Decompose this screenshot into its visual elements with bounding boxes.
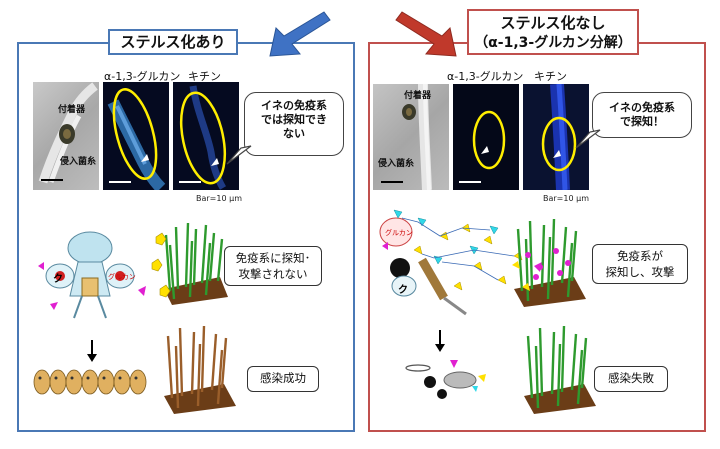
right-grass-healthy (524, 325, 596, 414)
left-bubble-tail (226, 145, 252, 165)
left-label-appressorium: 付着器 (58, 105, 86, 115)
right-down-arrow-icon (435, 330, 445, 352)
right-callout-detected: 免疫系が 探知し、攻撃 (592, 244, 688, 284)
right-fungus-tag: グルカン (385, 229, 413, 237)
right-title: ステルス化なし （α-1,3-グルカン分解） (467, 9, 639, 55)
left-label-hypha: 侵入菌糸 (60, 157, 97, 167)
left-scale-label: Bar=10 μm (196, 194, 242, 203)
left-speech-bubble: イネの免疫系 では探知でき ない (244, 92, 344, 156)
right-brightfield-image (373, 84, 449, 190)
left-callout-infection-success: 感染成功 (247, 366, 319, 392)
right-scale-label: Bar=10 μm (543, 194, 589, 203)
left-label-chitin: キチン (188, 70, 221, 83)
right-fungus-defeated (405, 360, 486, 399)
left-fungus-colony (33, 369, 147, 395)
right-fungus-illustration (379, 209, 542, 316)
left-label-glucan: α-1,3-グルカン (104, 70, 181, 83)
right-chitin-image (523, 84, 589, 190)
right-callout-infection-failed: 感染失敗 (594, 366, 668, 392)
red-arrow-icon (395, 11, 457, 57)
blue-arrow-icon (269, 11, 331, 57)
right-glucan-image (453, 84, 519, 190)
left-down-arrow-icon (87, 340, 97, 362)
left-fungus-illustration (38, 231, 146, 319)
right-label-appressorium: 付着器 (404, 91, 432, 101)
left-grass-infected (164, 325, 236, 414)
right-speech-bubble: イネの免疫系 で探知！ (592, 92, 692, 138)
right-label-hypha: 侵入菌糸 (378, 159, 415, 169)
right-label-glucan: α-1,3-グルカン (447, 70, 524, 83)
left-glucan-image (103, 82, 169, 190)
right-grass-defended (512, 218, 586, 307)
left-fungus-tag: グルカン (108, 273, 136, 281)
left-callout-not-detected: 免疫系に探知･ 攻撃されない (224, 246, 322, 286)
right-fungus-char: ク (398, 285, 408, 296)
left-grass-healthy (151, 222, 228, 305)
left-brightfield-image (33, 82, 99, 190)
right-bubble-tail (575, 129, 601, 149)
left-title: ステルス化あり (108, 29, 238, 55)
right-label-chitin: キチン (534, 70, 567, 83)
left-fungus-char: ク (53, 274, 63, 285)
left-chitin-image (173, 82, 239, 190)
